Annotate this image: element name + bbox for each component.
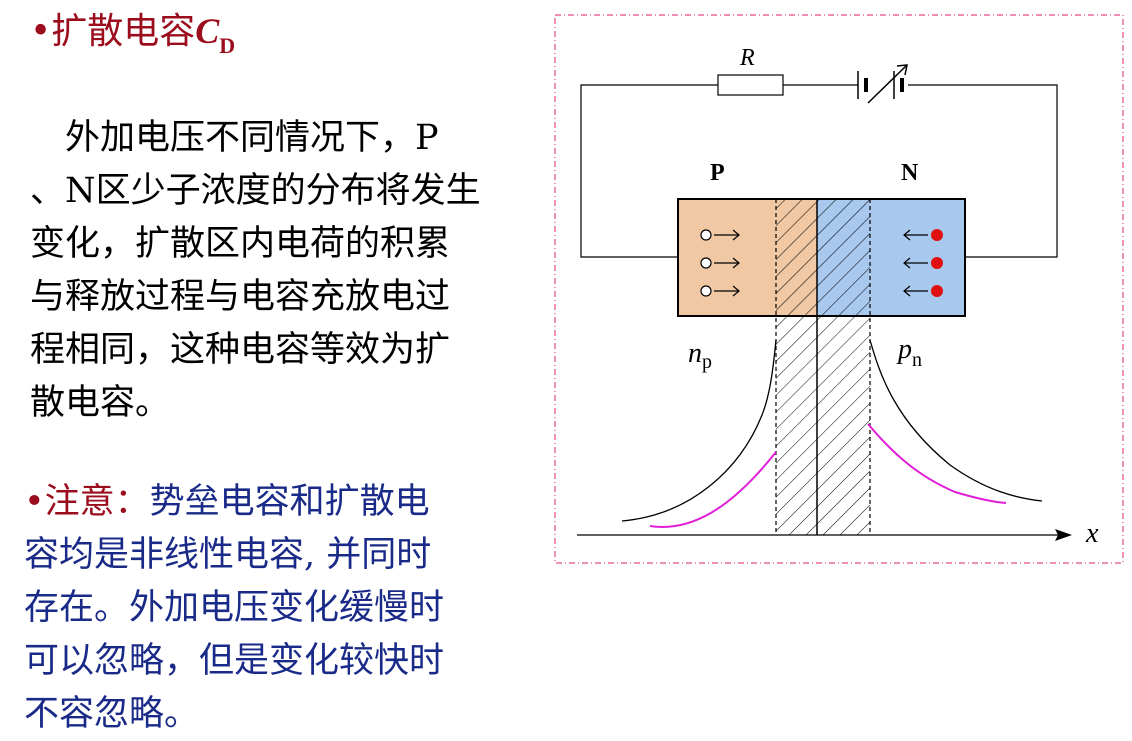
note-line: 存在。外加电压变化缓慢时 <box>24 588 445 628</box>
note-line: 容均是非线性电容, 并同时 <box>24 535 432 575</box>
pn-change-curve <box>867 423 1007 504</box>
description-line: 散电容。 <box>30 383 171 423</box>
note-first-line: •注意：势垒电容和扩散电 <box>24 476 534 529</box>
note-line: 不容忽略。 <box>24 694 200 734</box>
slide-title: •扩散电容CD <box>30 2 235 59</box>
variable-battery-icon <box>857 64 908 104</box>
pn-junction-diagram: R P N np pn <box>554 14 1124 564</box>
x-axis-arrow-icon <box>1055 529 1072 541</box>
title-text: 扩散电容 <box>51 11 196 52</box>
np-change-curve <box>649 451 777 528</box>
hole-icon <box>700 229 712 241</box>
hole-icon <box>700 257 712 269</box>
hole-icon <box>700 285 712 297</box>
pn-concentration-curve <box>869 339 1043 502</box>
junction-block-outline <box>677 198 966 317</box>
circuit-wire <box>580 84 1058 258</box>
description-line: 程相同，这种电容等效为扩 <box>30 330 451 370</box>
note-label: 注意： <box>44 482 150 522</box>
electron-icon <box>931 285 943 297</box>
note-bullet: • <box>24 482 45 522</box>
resistor <box>717 74 784 96</box>
title-bullet: • <box>30 11 52 52</box>
hole-carriers <box>700 229 740 297</box>
pn-label-main: p <box>896 334 912 365</box>
n-region-label: N <box>901 160 919 186</box>
x-axis-label: x <box>1085 518 1099 549</box>
note-first-line-text: 势垒电容和扩散电 <box>149 482 430 522</box>
title-subscript: D <box>219 33 236 58</box>
description-line: 变化，扩散区内电荷的积累 <box>30 224 451 264</box>
np-concentration-curve <box>621 339 777 522</box>
diagram-border <box>554 14 1124 564</box>
electron-icon <box>931 257 943 269</box>
electron-icon <box>931 229 943 241</box>
description-paragraph: 外加电压不同情况下，P 、N区少子浓度的分布将发生 变化，扩散区内电荷的积累 与… <box>30 112 550 430</box>
description-line: 、N区少子浓度的分布将发生 <box>30 171 481 211</box>
np-label-main: n <box>688 338 702 369</box>
p-region-label: P <box>710 160 725 186</box>
depletion-region <box>776 199 870 535</box>
description-line: 与释放过程与电容充放电过 <box>30 277 451 317</box>
pn-label: pn <box>896 334 922 371</box>
title-variable: C <box>195 11 220 51</box>
note-paragraph: •注意：势垒电容和扩散电 容均是非线性电容, 并同时 存在。外加电压变化缓慢时 … <box>24 476 534 741</box>
np-label: np <box>688 338 712 373</box>
description-line: 外加电压不同情况下，P <box>30 118 439 158</box>
note-line: 可以忽略，但是变化较快时 <box>24 641 445 681</box>
resistor-label: R <box>739 45 755 71</box>
pn-label-sub: n <box>912 349 922 371</box>
electron-carriers <box>903 229 943 297</box>
np-label-sub: p <box>702 351 712 373</box>
